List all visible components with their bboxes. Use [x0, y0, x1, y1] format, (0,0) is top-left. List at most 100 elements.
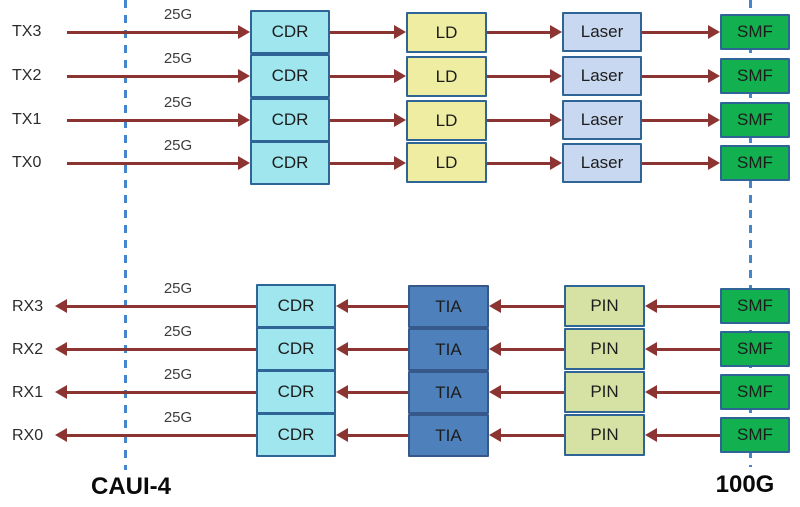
rx-pin-block: PIN — [564, 328, 645, 370]
tx-arrow-head — [238, 156, 250, 170]
rx-arrow-head — [489, 299, 501, 313]
tx-arrow-line — [330, 162, 396, 165]
tx-arrow-line — [487, 31, 552, 34]
tx-arrow-head — [394, 156, 406, 170]
lane-rate-label: 25G — [163, 280, 193, 297]
tx-cdr-block: CDR — [250, 98, 330, 142]
rx-arrow-head — [489, 428, 501, 442]
rx-smf-block: SMF — [720, 331, 790, 367]
rx-arrow-line — [347, 305, 408, 308]
tx-cdr-block: CDR — [250, 141, 330, 185]
tx-arrow-head — [238, 69, 250, 83]
tx-arrow-head — [394, 69, 406, 83]
rx-pin-block: PIN — [564, 414, 645, 456]
lane-rate-label: 25G — [163, 137, 193, 154]
tx-ld-block: LD — [406, 142, 487, 183]
rx-arrow-head — [55, 385, 67, 399]
rx-pin-block: PIN — [564, 285, 645, 327]
rx-arrow-head — [645, 428, 657, 442]
100g-boundary-dashed-line — [749, 0, 752, 467]
rx-arrow-head — [336, 299, 348, 313]
caui4-interface-label: CAUI-4 — [90, 473, 171, 500]
tx-lane-label: TX3 — [12, 23, 42, 40]
rx-arrow-line — [347, 434, 408, 437]
rx-cdr-block: CDR — [256, 413, 336, 457]
rx-smf-block: SMF — [720, 417, 790, 453]
rx-tia-block: TIA — [408, 328, 489, 371]
rx-smf-block: SMF — [720, 374, 790, 410]
tx-smf-block: SMF — [720, 102, 790, 138]
tx-arrow-head — [708, 113, 720, 127]
tx-arrow-line — [642, 162, 710, 165]
lane-rate-label: 25G — [163, 50, 193, 67]
rx-arrow-line — [500, 348, 564, 351]
rx-cdr-block: CDR — [256, 327, 336, 371]
tx-arrow-head — [708, 25, 720, 39]
rx-arrow-line — [66, 305, 256, 308]
tx-arrow-head — [550, 113, 562, 127]
tx-arrow-line — [642, 119, 710, 122]
rx-arrow-line — [66, 348, 256, 351]
tx-ld-block: LD — [406, 100, 487, 141]
tx-arrow-line — [330, 75, 396, 78]
rx-tia-block: TIA — [408, 414, 489, 457]
tx-cdr-block: CDR — [250, 54, 330, 98]
rx-arrow-head — [489, 342, 501, 356]
rx-lane-label: RX1 — [12, 384, 44, 401]
rx-lane-label: RX3 — [12, 298, 44, 315]
tx-arrow-line — [67, 162, 240, 165]
tx-arrow-line — [642, 31, 710, 34]
rx-arrow-line — [500, 434, 564, 437]
rx-arrow-head — [55, 299, 67, 313]
tx-arrow-head — [708, 156, 720, 170]
tx-laser-block: Laser — [562, 100, 642, 140]
tx-arrow-head — [394, 25, 406, 39]
tx-arrow-head — [238, 113, 250, 127]
tx-arrow-head — [394, 113, 406, 127]
tx-laser-block: Laser — [562, 143, 642, 183]
rx-smf-block: SMF — [720, 288, 790, 324]
tx-arrow-head — [708, 69, 720, 83]
rx-lane-label: RX0 — [12, 427, 44, 444]
tx-cdr-block: CDR — [250, 10, 330, 54]
tx-arrow-line — [67, 75, 240, 78]
rx-pin-block: PIN — [564, 371, 645, 413]
rx-arrow-line — [500, 305, 564, 308]
lane-rate-label: 25G — [163, 94, 193, 111]
rx-arrow-line — [656, 305, 720, 308]
tx-arrow-line — [67, 31, 240, 34]
tx-ld-block: LD — [406, 12, 487, 53]
rx-arrow-head — [489, 385, 501, 399]
rx-arrow-head — [55, 428, 67, 442]
rx-cdr-block: CDR — [256, 284, 336, 328]
tx-arrow-line — [67, 119, 240, 122]
rx-arrow-line — [66, 391, 256, 394]
tx-arrow-line — [487, 162, 552, 165]
tx-arrow-line — [487, 75, 552, 78]
tx-arrow-line — [642, 75, 710, 78]
tx-arrow-head — [550, 69, 562, 83]
rx-arrow-line — [656, 434, 720, 437]
rx-cdr-block: CDR — [256, 370, 336, 414]
tx-smf-block: SMF — [720, 58, 790, 94]
tx-laser-block: Laser — [562, 56, 642, 96]
tx-arrow-head — [550, 156, 562, 170]
tx-arrow-line — [330, 31, 396, 34]
tx-smf-block: SMF — [720, 145, 790, 181]
rx-arrow-head — [336, 385, 348, 399]
tx-smf-block: SMF — [720, 14, 790, 50]
rx-arrow-line — [656, 348, 720, 351]
rx-arrow-line — [500, 391, 564, 394]
tx-lane-label: TX0 — [12, 154, 42, 171]
rx-lane-label: RX2 — [12, 341, 44, 358]
tx-arrow-line — [330, 119, 396, 122]
rx-tia-block: TIA — [408, 371, 489, 414]
tx-ld-block: LD — [406, 56, 487, 97]
tx-arrow-head — [238, 25, 250, 39]
lane-rate-label: 25G — [163, 323, 193, 340]
rx-arrow-line — [347, 391, 408, 394]
rx-arrow-head — [336, 342, 348, 356]
lane-rate-label: 25G — [163, 409, 193, 426]
rx-tia-block: TIA — [408, 285, 489, 328]
